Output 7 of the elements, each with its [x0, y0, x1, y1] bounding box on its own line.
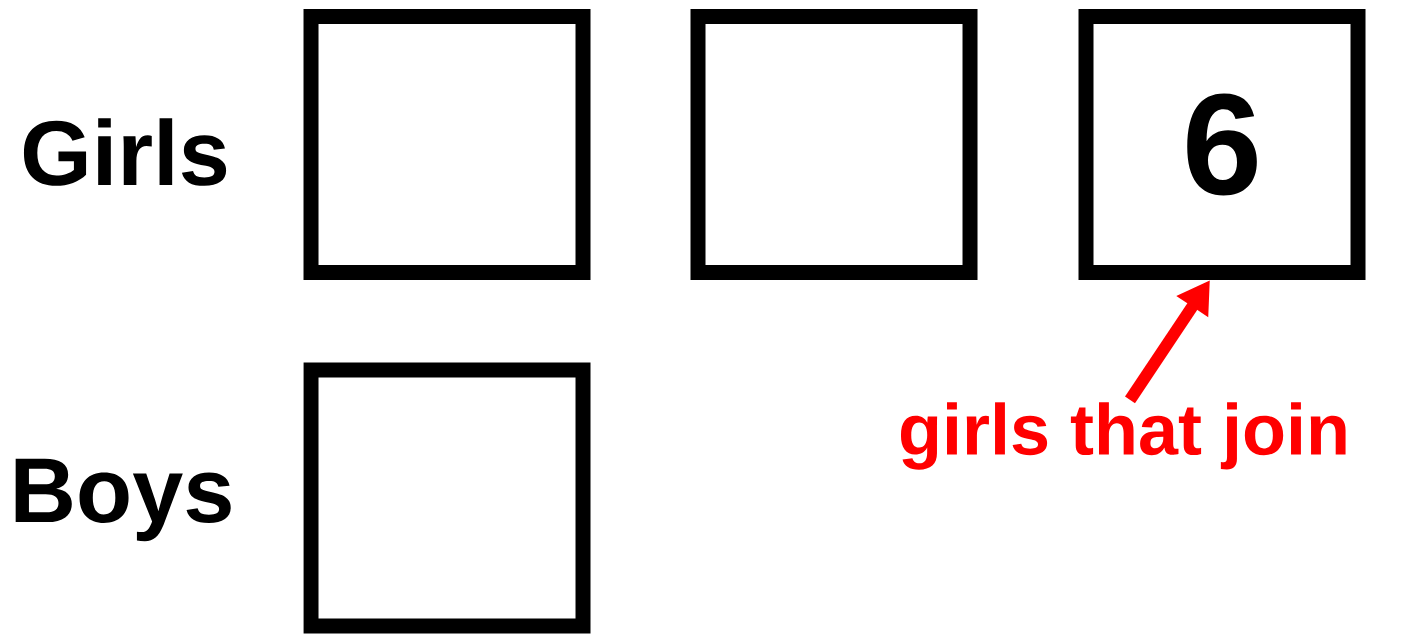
box	[303, 9, 591, 280]
box: 6	[1078, 9, 1366, 280]
annotation-text: girls that join	[900, 402, 1346, 470]
box	[690, 9, 978, 280]
row-label: Girls	[23, 118, 227, 186]
box	[303, 362, 591, 634]
row-label: Boys	[15, 458, 231, 542]
